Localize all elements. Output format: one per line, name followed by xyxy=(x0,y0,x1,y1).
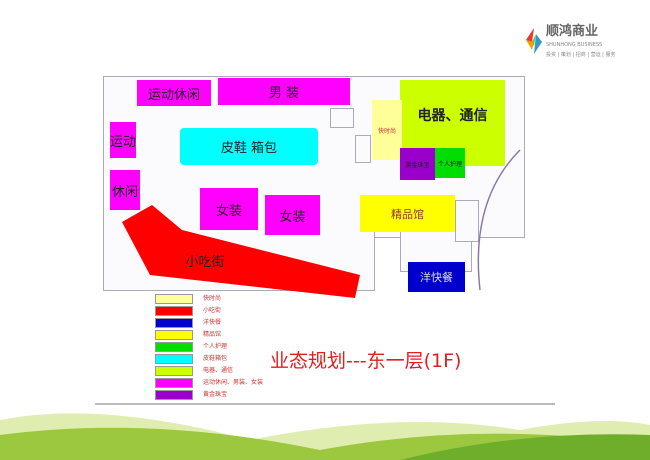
legend-label: 电器、通信 xyxy=(203,367,234,374)
divider xyxy=(95,403,555,405)
zone-fast-food[interactable]: 洋快餐 xyxy=(408,262,465,292)
zone-mens[interactable]: 男 装 xyxy=(218,78,350,105)
green-hills-decoration xyxy=(0,413,650,460)
legend-label: 运动休闲、男装、女装 xyxy=(203,379,264,386)
legend-label: 精品馆 xyxy=(203,331,222,338)
zone-personal-care[interactable]: 个人护理 xyxy=(435,148,465,178)
legend-swatch xyxy=(155,342,193,352)
logo-mark-icon xyxy=(526,28,542,54)
zone-snack-street[interactable]: 小吃街 xyxy=(185,254,225,270)
legend-swatch xyxy=(155,330,193,340)
legend-swatch xyxy=(155,294,193,304)
legend-label: 快时尚 xyxy=(203,295,222,302)
logo: 顺鸿商业 SHUNHONG BUSINESS 投资 | 策划 | 招商 | 营运… xyxy=(522,24,648,64)
zone-boutique[interactable]: 精品馆 xyxy=(360,195,455,232)
zone-leisure[interactable]: 休闲 xyxy=(110,170,140,210)
legend-label: 黄金珠宝 xyxy=(203,391,228,398)
legend-label: 皮鞋箱包 xyxy=(203,355,228,362)
zone-shoes-bags[interactable]: 皮鞋 箱包 xyxy=(180,128,318,165)
zone-sport[interactable]: 运动 xyxy=(110,122,136,158)
legend-swatch xyxy=(155,378,193,388)
legend-swatch xyxy=(155,366,193,376)
page-title: 业态规划---东一层(1F) xyxy=(270,350,462,372)
logo-name: 顺鸿商业 xyxy=(546,24,599,39)
zone-womens-1[interactable]: 女装 xyxy=(200,188,258,230)
legend-swatch xyxy=(155,390,193,400)
legend-label: 小吃街 xyxy=(203,307,222,314)
zone-jewelry[interactable]: 黄金珠宝 xyxy=(400,148,435,180)
legend-swatch xyxy=(155,306,193,316)
zone-sport-leisure[interactable]: 运动休闲 xyxy=(137,80,211,106)
legend-label: 洋快餐 xyxy=(203,319,222,326)
legend-label: 个人护理 xyxy=(203,343,228,350)
zone-electronics[interactable]: 电器、通信 xyxy=(400,80,505,150)
logo-sub: SHUNHONG BUSINESS xyxy=(546,42,603,48)
logo-tagline: 投资 | 策划 | 招商 | 营运 | 服务 xyxy=(546,52,616,58)
zone-womens-2[interactable]: 女装 xyxy=(265,195,320,235)
legend-swatch xyxy=(155,354,193,364)
legend-swatch xyxy=(155,318,193,328)
zone-fast-fashion[interactable]: 快时尚 xyxy=(372,100,402,160)
